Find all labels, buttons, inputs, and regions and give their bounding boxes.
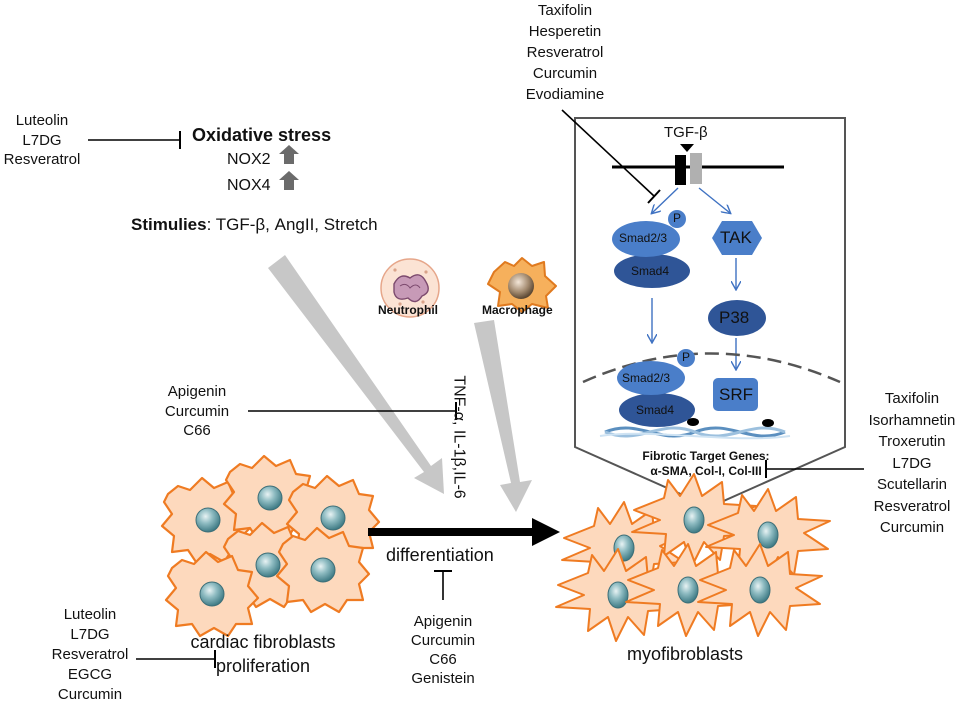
nox2-up-arrow-icon [279, 145, 299, 164]
compound-label: Luteolin [63, 606, 117, 623]
compound-label: Curcumin [879, 519, 945, 536]
p38-label: P38 [719, 308, 750, 327]
compound-label: Curcumin [532, 65, 598, 82]
srf-label: SRF [719, 385, 753, 404]
cytokines-label: TNF-α, IL-1β,IL-6 [450, 375, 468, 499]
target-genes-title: Fibrotic Target Genes: [642, 449, 770, 463]
receptor-inhibition-line [561, 109, 661, 204]
compound-label: Apigenin [413, 613, 473, 630]
smad-complex-nucleus [617, 349, 695, 427]
target-gene-inhibitor-list: Taxifolin Isorhamnetin Troxerutin L7DG S… [862, 388, 962, 539]
nox4-up-arrow-icon [279, 171, 299, 190]
phospho-label: P [673, 211, 682, 225]
compound-label: Apigenin [167, 383, 227, 400]
target-genes-inhibition-line [765, 460, 864, 478]
myofibroblasts-cluster [555, 473, 831, 642]
compound-label: L7DG [22, 131, 62, 149]
pathway-arrows [652, 187, 736, 369]
differentiation-inhibitor-list: Apigenin Curcumin C66 Genistein [395, 612, 491, 688]
smad-complex-cytoplasm [612, 210, 690, 288]
cytokine-inhibitor-list: Apigenin Curcumin C66 [152, 382, 242, 441]
stimuli-gray-arrow [268, 255, 444, 494]
differentiation-inhibition-line [434, 570, 452, 600]
stimuli-line: Stimulies: TGF-β, AngII, Stretch [131, 215, 378, 235]
proliferation-label: proliferation [215, 656, 311, 676]
compound-label: Isorhamnetin [868, 411, 956, 429]
compound-label: Troxerutin [878, 433, 946, 450]
dna-helix [599, 418, 791, 440]
tak-label: TAK [720, 228, 752, 247]
compound-label: Evodiamine [525, 86, 605, 103]
nox2-label: NOX2 [227, 151, 271, 168]
compound-label: Taxifolin [884, 390, 940, 407]
compound-label: EGCG [67, 666, 113, 683]
stimulies-label: Stimulies [131, 215, 207, 234]
cytokine-inhibition-line [248, 402, 457, 420]
smad23-label: Smad2/3 [619, 231, 668, 245]
tgf-beta-ligand-label: TGF-β [664, 124, 708, 141]
neutrophil-icon [380, 258, 440, 318]
smad4-label: Smad4 [631, 264, 670, 278]
compound-label: Curcumin [410, 632, 476, 649]
compound-label: Luteolin [15, 112, 69, 129]
myofibroblasts-label: myofibroblasts [627, 644, 744, 664]
target-genes-list: α-SMA, Col-I, Col-III [650, 464, 762, 478]
compound-label: C66 [429, 651, 457, 668]
nox4-label: NOX4 [227, 177, 271, 194]
compound-label: Resveratrol [3, 151, 81, 168]
cardiac-fibroblasts-label: cardiac fibroblasts [190, 632, 336, 652]
compound-label: Resveratrol [873, 497, 951, 515]
compound-label: Scutellarin [876, 476, 948, 493]
compound-label: C66 [183, 422, 211, 439]
srf-node [713, 378, 758, 411]
compound-label: L7DG [892, 454, 932, 472]
cytokine-gray-arrow [474, 320, 532, 512]
oxidative-inhibitor-list: Luteolin L7DG Resveratrol [2, 111, 82, 170]
compound-label: Hesperetin [528, 23, 602, 40]
compound-label: Resveratrol [526, 44, 604, 61]
compound-label: Curcumin [57, 686, 123, 703]
compound-label: Taxifolin [537, 2, 593, 19]
proliferation-inhibitor-list: Luteolin L7DG Resveratrol EGCG Curcumin [40, 605, 140, 705]
cardiac-fibroblasts-cluster [160, 454, 381, 638]
macrophage-icon [487, 257, 557, 313]
phospho-nuclear-label: P [682, 350, 691, 364]
compound-label: L7DG [70, 626, 110, 643]
tak-node [712, 221, 762, 255]
nuclear-envelope [582, 352, 841, 384]
smad23-nuclear-label: Smad2/3 [622, 371, 671, 385]
stimulies-value: : TGF-β, AngII, Stretch [206, 215, 378, 234]
proliferation-inhibition-line [136, 650, 216, 668]
oxidative-inhibition-line [88, 131, 181, 149]
differentiation-arrow [368, 518, 560, 546]
smad4-nuclear-label: Smad4 [636, 403, 675, 417]
tgf-receptor [675, 144, 702, 185]
p38-node [708, 300, 766, 336]
differentiation-label: differentiation [386, 545, 494, 565]
neutrophil-label: Neutrophil [378, 303, 438, 317]
compound-label: Resveratrol [51, 646, 129, 663]
macrophage-label: Macrophage [482, 303, 553, 317]
compound-label: Genistein [411, 670, 475, 687]
receptor-inhibitor-list: Taxifolin Hesperetin Resveratrol Curcumi… [500, 0, 630, 105]
compound-label: Curcumin [164, 402, 230, 420]
oxidative-stress-title: Oxidative stress [192, 125, 332, 145]
